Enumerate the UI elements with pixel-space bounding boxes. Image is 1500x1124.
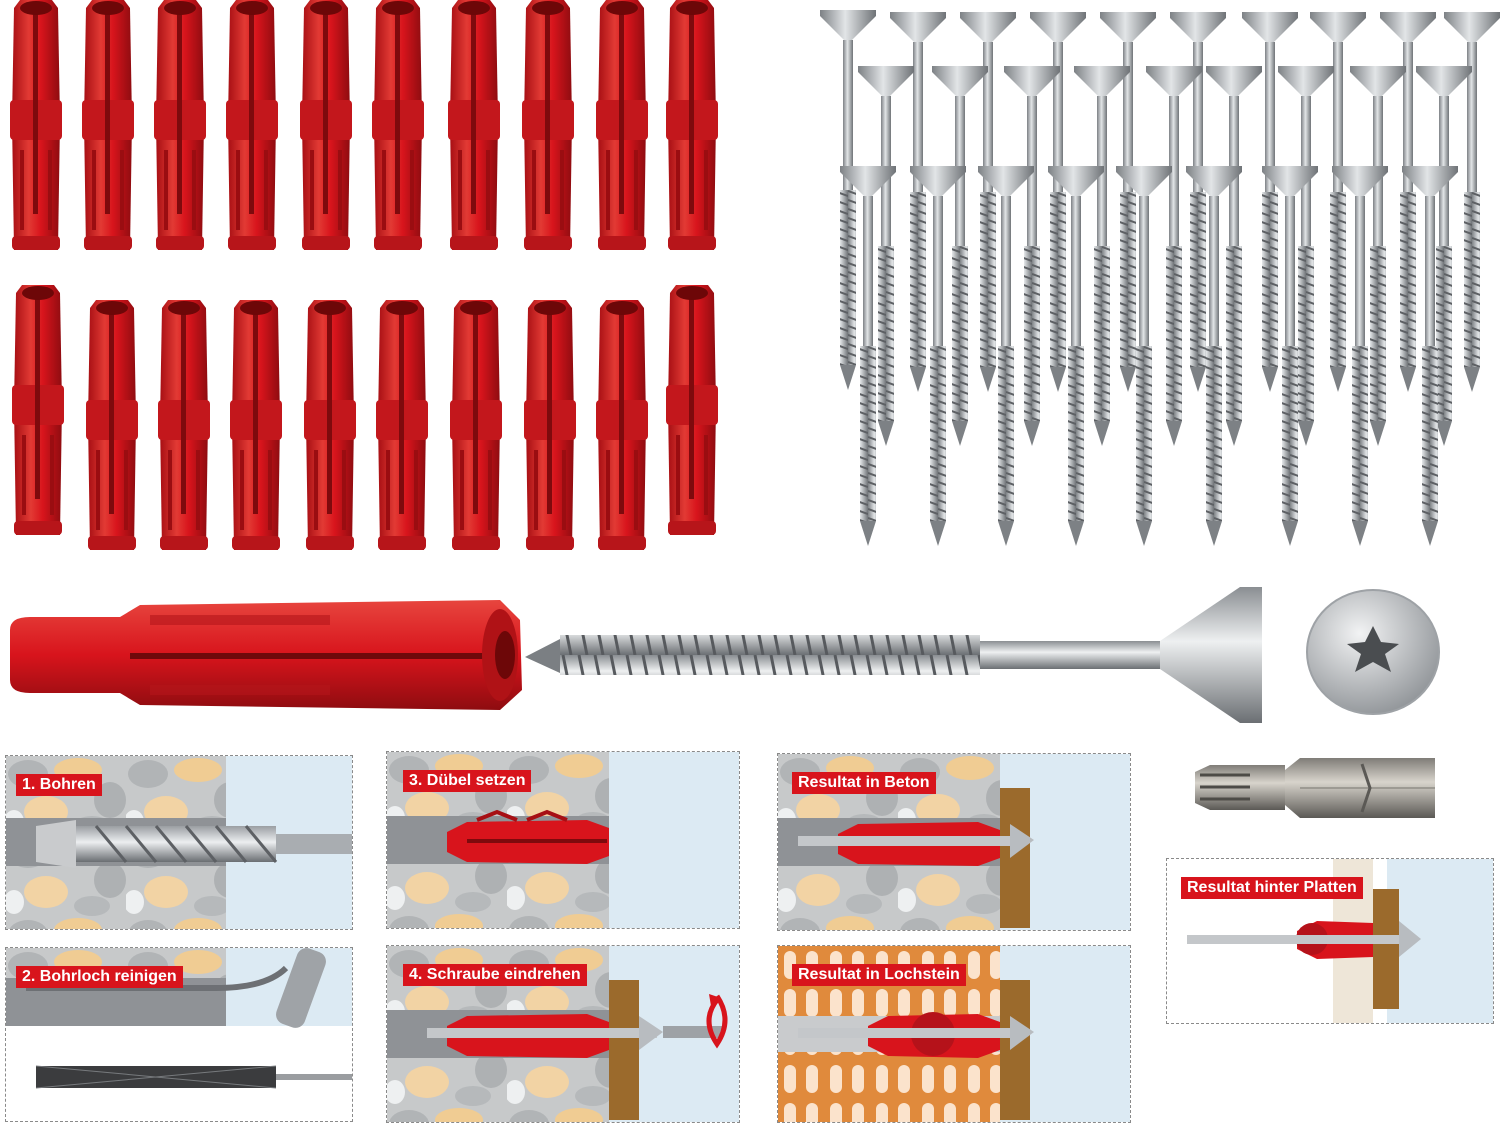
large-dowel [10,600,522,710]
result-behind-panels-panel: Resultat hinter Platten [1166,858,1494,1024]
dowel-grid [10,0,718,550]
step-2-label: 2. Bohrloch reinigen [16,966,183,988]
step-4-screw-in-panel: 4. Schraube eindrehen [386,945,740,1123]
result-behind-panels-label: Resultat hinter Platten [1181,877,1363,899]
step-4-label: 4. Schraube eindrehen [403,964,587,986]
step-3-label: 3. Dübel setzen [403,770,532,792]
dowel-and-screw-closeup [10,587,1262,723]
step-2-cleaning-panel: 2. Bohrloch reinigen [5,947,353,1122]
result-concrete-label: Resultat in Beton [792,772,936,794]
screw-grid [820,10,1500,546]
drilling-illustration [6,756,352,929]
torx-bit-icon [1195,758,1435,818]
result-hollow-brick-panel: Resultat in Lochstein [777,945,1131,1123]
step-1-label: 1. Bohren [16,774,102,796]
result-hollow-brick-label: Resultat in Lochstein [792,964,966,986]
step-3-insert-dowel-panel: 3. Dübel setzen [386,751,740,929]
step-1-drilling-panel: 1. Bohren [5,755,353,930]
result-concrete-panel: Resultat in Beton [777,753,1131,931]
large-screw [525,587,1262,723]
torx-head-icon [1306,589,1440,715]
rotate-arrow-icon [706,994,728,1049]
